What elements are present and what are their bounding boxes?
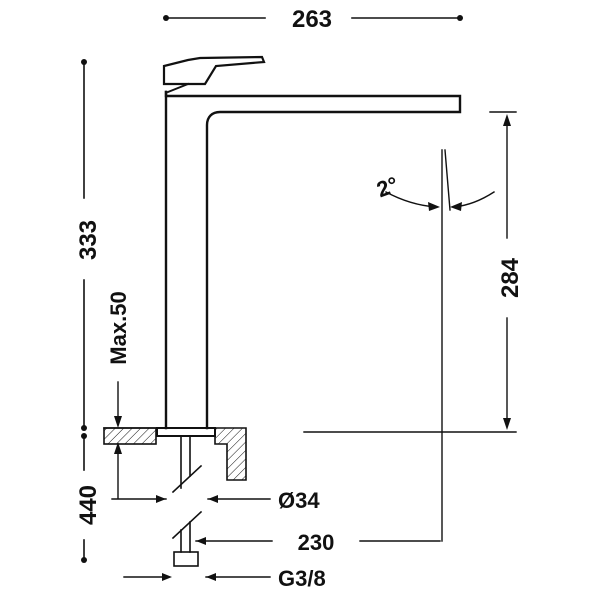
max-thickness-label: Max.50: [106, 291, 131, 364]
spout-height-dimension: 284: [303, 111, 524, 542]
overall-height-label: 333: [75, 220, 102, 260]
shank-diameter-label: Ø34: [278, 488, 320, 513]
faucet-body: [156, 55, 462, 437]
spout-height-label: 284: [497, 257, 524, 298]
angle-dimension: 2°: [373, 172, 495, 211]
counter-section: [103, 427, 247, 481]
shank-diameter-dimension: Ø34: [207, 488, 320, 513]
hose-length-label: 440: [75, 485, 102, 525]
shank: [171, 435, 203, 567]
overall-height-dimension: 333: [75, 59, 102, 431]
overall-width-dimension: 263: [163, 6, 463, 33]
hose-length-dimension: 440: [75, 433, 102, 563]
spout-reach-dimension: 230: [195, 530, 441, 555]
connection-thread-dimension: G3/8: [123, 566, 326, 591]
connection-thread-label: G3/8: [278, 566, 326, 591]
spout-reach-label: 230: [298, 530, 335, 555]
max-thickness-dimension: Max.50: [106, 291, 167, 503]
overall-width-label: 263: [292, 6, 332, 33]
